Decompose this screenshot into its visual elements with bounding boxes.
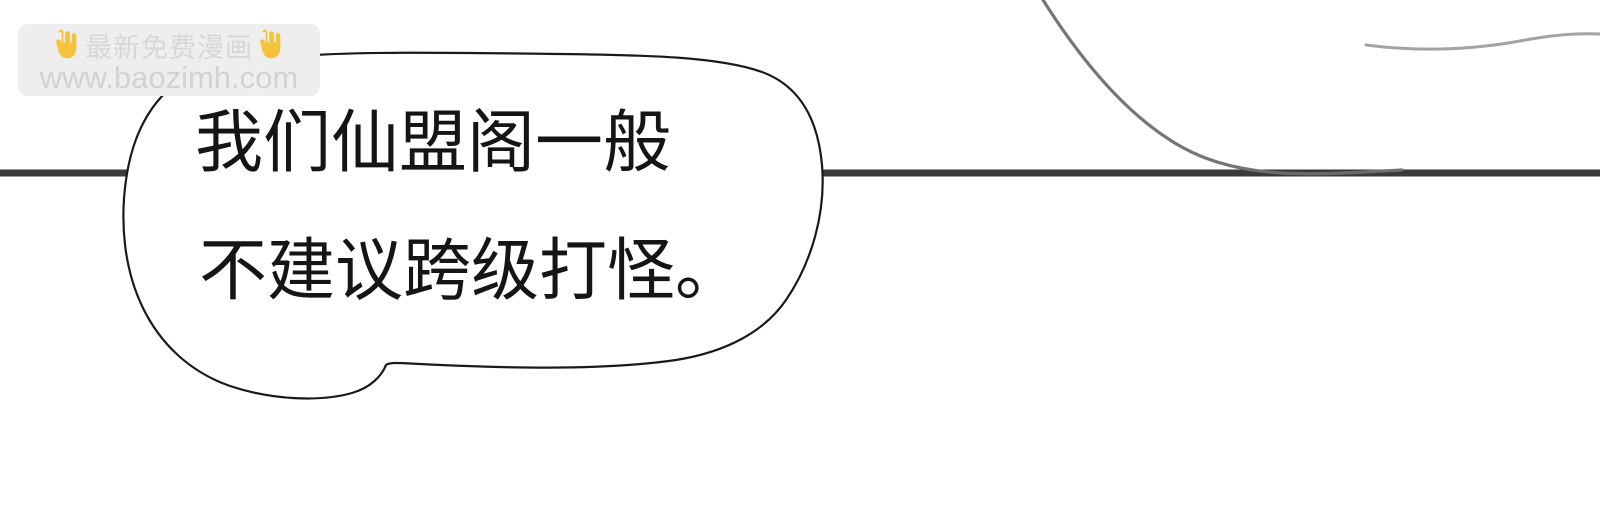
- descending-contour-line: [1041, 0, 1404, 176]
- watermark-url-text: www.baozimh.com: [39, 60, 299, 95]
- watermark-cn-text: 最新免费漫画: [85, 32, 253, 64]
- bubble-text-line-2: 不建议跨级打怪。: [199, 232, 744, 311]
- wavy-contour-line: [1364, 32, 1600, 51]
- bubble-text-line-1: 我们仙盟阁一般: [195, 104, 672, 183]
- watermark-top-row: 最新免费漫画: [18, 27, 320, 64]
- divider-bar-right: [814, 169, 1600, 177]
- site-watermark: 最新免费漫画 www.baozimh.com: [18, 24, 320, 96]
- point-down-hand-icon: [52, 29, 82, 61]
- point-down-hand-icon: [256, 29, 286, 61]
- speech-bubble-outline: [122, 51, 824, 400]
